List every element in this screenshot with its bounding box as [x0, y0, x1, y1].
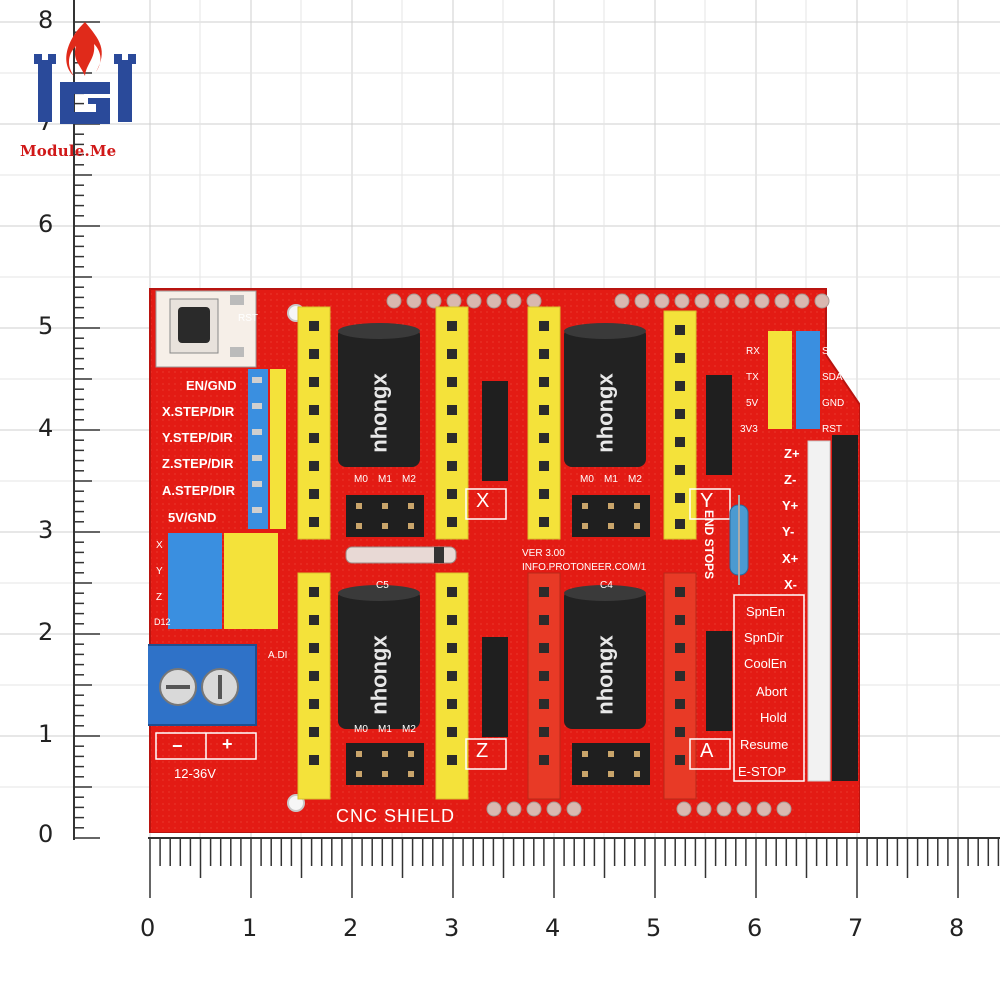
endstop-label: X- [784, 577, 797, 592]
ruler-label: 3 [38, 516, 54, 544]
left-label: X.STEP/DIR [162, 404, 235, 419]
ruler-label: 1 [242, 914, 258, 942]
endstop-label: X+ [782, 551, 799, 566]
brand-name: Module.Me [20, 142, 117, 160]
cap-label: C4 [600, 580, 613, 591]
left-label: 5V/GND [168, 510, 217, 525]
driver-letter-x: X [476, 490, 490, 512]
i2c-label: SCL [822, 346, 842, 357]
capacitor-text: nhongx [366, 635, 392, 715]
ruler-label: 0 [140, 914, 156, 942]
left-label: EN/GND [186, 378, 237, 393]
ruler-label: 6 [747, 914, 763, 942]
control-label: SpnDir [744, 630, 784, 645]
i2c-label: GND [822, 398, 845, 409]
left-label: A.STEP/DIR [162, 483, 235, 498]
ruler-label: 3 [444, 914, 460, 942]
ruler-label: 8 [38, 6, 54, 34]
driver-letter-y: Y [700, 490, 714, 512]
endstop-label: Y+ [782, 498, 799, 513]
driver-letter-a: A [700, 740, 714, 762]
microstep-label: M0 [580, 474, 594, 485]
left-label: Y.STEP/DIR [162, 430, 233, 445]
ruler-label: 2 [38, 618, 54, 646]
capacitor-text: nhongx [366, 373, 392, 453]
microstep-label: M0 [354, 724, 368, 735]
board-version: VER 3.00 [522, 548, 565, 559]
plus-label: + [222, 734, 233, 754]
ruler-label: 8 [949, 914, 965, 942]
board-url: INFO.PROTONEER.COM/1 [522, 562, 647, 573]
i2c-label: RST [822, 424, 842, 435]
minus-label: − [172, 736, 183, 756]
control-label: SpnEn [746, 604, 786, 619]
reset-label: RST [238, 313, 258, 324]
ruler-label: 1 [38, 720, 54, 748]
serial-label: 5V [746, 398, 759, 409]
capacitor-text: nhongx [592, 635, 618, 715]
microstep-label: M1 [604, 474, 618, 485]
axis-select-label: Y [156, 566, 163, 577]
capacitor-text: nhongx [592, 373, 618, 453]
ruler-label: 2 [343, 914, 359, 942]
ruler-label: 4 [545, 914, 561, 942]
microstep-label: M2 [402, 474, 416, 485]
control-label: CoolEn [744, 656, 787, 671]
endstop-label: Z- [784, 472, 797, 487]
ruler-label: 5 [646, 914, 662, 942]
serial-label: 3V3 [740, 424, 758, 435]
cap-label: C5 [376, 580, 389, 591]
axis-select-label: X [156, 540, 163, 551]
ruler-label: 0 [38, 820, 54, 848]
ruler-label: 7 [848, 914, 864, 942]
ruler-label: 6 [38, 210, 54, 238]
power-label: 12-36V [174, 766, 216, 781]
axis-select-label: Z [156, 592, 163, 603]
control-label: Resume [740, 737, 789, 752]
control-label: Hold [760, 710, 787, 725]
left-label: Z.STEP/DIR [162, 456, 234, 471]
endstop-label: Z+ [784, 446, 800, 461]
cnc-shield-board [148, 288, 860, 833]
serial-label: RX [746, 346, 760, 357]
ruler-label: 5 [38, 312, 54, 340]
microstep-label: M2 [402, 724, 416, 735]
endstops-title: END STOPS [702, 510, 716, 580]
serial-label: TX [746, 372, 759, 383]
microstep-label: M0 [354, 474, 368, 485]
control-label: Abort [756, 684, 788, 699]
microstep-label: M1 [378, 724, 392, 735]
i2c-label: SDA [822, 372, 843, 383]
driver-letter-z: Z [476, 740, 489, 762]
axis-select-label: D12 [154, 617, 171, 627]
microstep-label: M1 [378, 474, 392, 485]
a-dir-label: A.DI [268, 650, 288, 661]
castle-g-flame-logo-icon [34, 22, 136, 124]
control-label: E-STOP [738, 764, 787, 779]
endstop-label: Y- [782, 524, 795, 539]
microstep-label: M2 [628, 474, 642, 485]
board-title: CNC SHIELD [336, 806, 456, 826]
ruler-label: 4 [38, 414, 54, 442]
